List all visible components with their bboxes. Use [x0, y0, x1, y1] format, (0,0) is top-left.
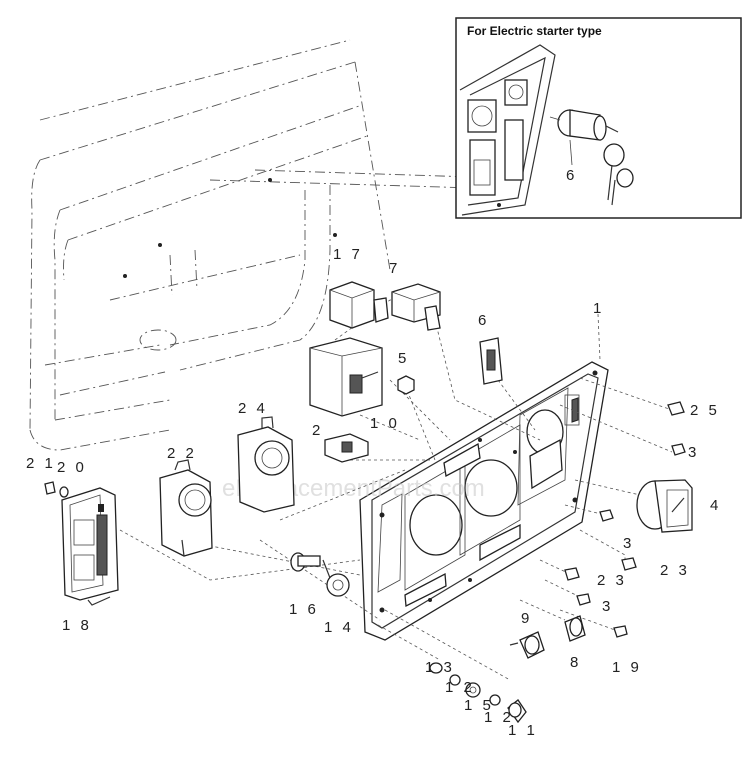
inset-part-label: 6 [566, 167, 577, 184]
callout-20: 2 0 [57, 459, 87, 476]
callout-7: 7 [389, 260, 400, 277]
receptacle-24-part [237, 416, 295, 513]
callout-19: 1 9 [612, 659, 642, 676]
toggle-switch-7-part [391, 283, 441, 331]
callout-8: 8 [570, 654, 581, 671]
rocker-switch-6-part [479, 337, 503, 385]
nut-5-part [397, 375, 415, 395]
callout-2: 2 [312, 422, 323, 439]
callout-5: 5 [398, 350, 409, 367]
callout-22: 2 2 [167, 445, 197, 462]
callout-3-b: 3 [623, 535, 634, 552]
hour-meter-part [636, 479, 693, 533]
callout-25: 2 5 [690, 402, 720, 419]
callout-1: 1 [593, 300, 604, 317]
electric-starter-inset: For Electric starter type 6 [455, 17, 742, 219]
callout-3-c: 3 [602, 598, 613, 615]
inset-title: For Electric starter type [467, 24, 602, 38]
callout-3-a: 3 [688, 444, 699, 461]
leader-lines [119, 299, 673, 681]
key-switch-icon [549, 109, 634, 206]
callout-23-b: 2 3 [597, 572, 627, 589]
circuit-breaker-part [309, 337, 383, 417]
callout-11: 1 1 [508, 722, 538, 739]
callout-12-a: 1 2 [445, 679, 475, 696]
control-panel [359, 361, 609, 641]
bolt-parts [290, 552, 350, 597]
right-fasteners [564, 401, 686, 638]
generator-frame [29, 39, 566, 451]
switch-17-part [329, 281, 389, 329]
washer-parts [429, 662, 527, 724]
callout-17: 1 7 [333, 246, 363, 263]
callout-23-a: 2 3 [660, 562, 690, 579]
callout-15: 1 5 [464, 697, 494, 714]
receptacle-22-part [159, 459, 213, 557]
terminal-parts [509, 615, 586, 659]
callout-4: 4 [710, 497, 721, 514]
callout-21: 2 1 [26, 455, 56, 472]
part-10-switch [324, 433, 369, 463]
callout-24: 2 4 [238, 400, 268, 417]
callout-16: 1 6 [289, 601, 319, 618]
callout-9: 9 [521, 610, 532, 627]
callout-14: 1 4 [324, 619, 354, 636]
callout-6: 6 [478, 312, 489, 329]
callout-10: 1 0 [370, 415, 400, 432]
callout-labels: 1 2 5 3 4 3 2 3 2 3 3 8 1 9 9 1 3 1 2 1 … [26, 246, 721, 739]
callout-18: 1 8 [62, 617, 92, 634]
small-screws-left [44, 481, 69, 498]
callout-12-b: 1 2 [484, 709, 514, 726]
gfci-receptacle-part [61, 487, 119, 606]
callout-13: 1 3 [425, 659, 455, 676]
